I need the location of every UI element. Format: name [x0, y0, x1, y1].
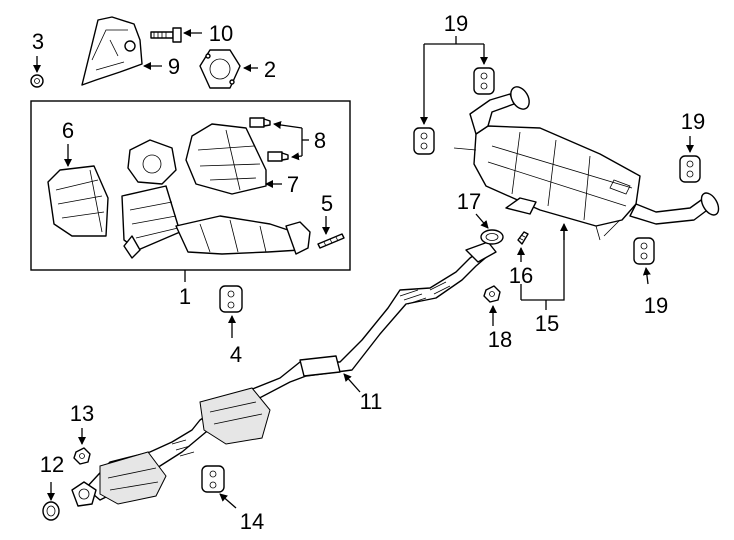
- muffler-part-15: [453, 86, 720, 241]
- callout-10: 10: [209, 21, 233, 46]
- sensor-part-8: [249, 117, 289, 162]
- callout-19-top: 19: [444, 11, 468, 36]
- leader-11: [343, 373, 361, 393]
- stud-part-16: [517, 231, 529, 245]
- gasket-part-12: [42, 501, 60, 521]
- gasket-part-17: [480, 229, 504, 245]
- hanger-part-14: [201, 465, 225, 493]
- hanger-part-19-a: [413, 127, 435, 155]
- callout-19-right: 19: [681, 109, 705, 134]
- leader-8a: [273, 121, 303, 129]
- callout-19-bottom: 19: [644, 293, 668, 318]
- leader-14: [219, 493, 237, 509]
- nut-part-18: [483, 285, 501, 303]
- callout-3: 3: [32, 29, 44, 54]
- nut-part-3: [30, 74, 44, 88]
- manifold-converter-part-1: [121, 139, 311, 259]
- callout-2: 2: [264, 57, 276, 82]
- callout-12: 12: [40, 452, 64, 477]
- bracket-15: [521, 226, 565, 301]
- callout-9: 9: [168, 54, 180, 79]
- callout-5: 5: [321, 191, 333, 216]
- gasket-part-2: [199, 49, 241, 89]
- hanger-part-4: [219, 285, 243, 313]
- callout-16: 16: [509, 263, 533, 288]
- callout-7: 7: [287, 172, 299, 197]
- callout-6: 6: [62, 118, 74, 143]
- heat-shield-part-9: [81, 16, 143, 86]
- callout-1: 1: [179, 284, 191, 309]
- hanger-part-19-d: [633, 237, 655, 265]
- callout-14: 14: [240, 509, 264, 534]
- callout-4: 4: [230, 342, 242, 367]
- callout-15: 15: [535, 311, 559, 336]
- callout-13: 13: [70, 401, 94, 426]
- heat-shield-part-6: [47, 165, 109, 237]
- nut-part-13: [73, 447, 91, 465]
- manifold-group-box: [30, 100, 351, 271]
- callout-17: 17: [457, 189, 481, 214]
- bolt-part-10: [150, 27, 182, 43]
- callout-18: 18: [488, 327, 512, 352]
- leader-8b: [291, 152, 303, 161]
- hanger-part-19-c: [679, 155, 701, 183]
- heat-shield-part-7: [185, 123, 267, 195]
- hanger-part-19-b: [473, 67, 495, 95]
- front-pipe-part-11: [71, 241, 497, 507]
- callout-11: 11: [360, 389, 383, 414]
- callout-8: 8: [314, 128, 326, 153]
- leader-17: [475, 213, 489, 229]
- leader-19e: [642, 267, 651, 285]
- stud-part-5: [317, 233, 345, 249]
